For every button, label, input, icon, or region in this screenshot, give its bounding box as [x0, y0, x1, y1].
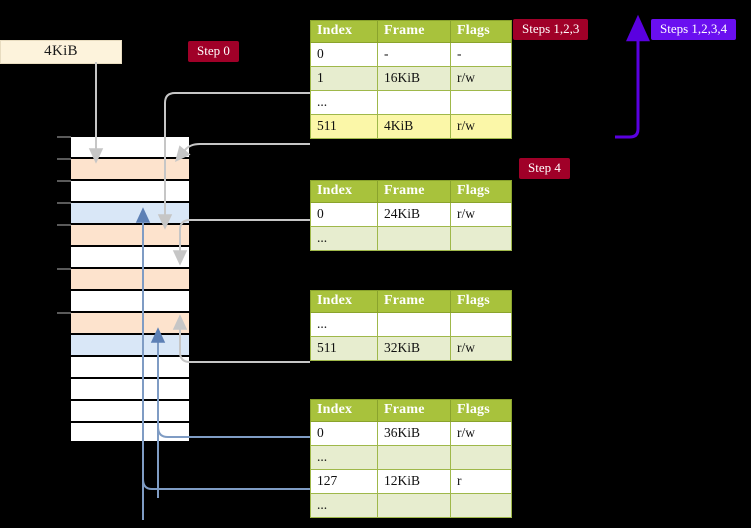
table-cell-frame: 4KiB	[377, 114, 451, 139]
table-cell-flags: r/w	[450, 114, 512, 139]
memory-frame-row	[70, 377, 190, 399]
table-cell-flags	[450, 90, 512, 115]
table-cell-frame: 16KiB	[377, 66, 451, 91]
table-cell-frame: 32KiB	[377, 336, 451, 361]
connector-violet-bracket	[615, 14, 651, 139]
table-row: ...	[310, 445, 512, 470]
memory-frame-row	[70, 421, 190, 443]
table-cell-index: 1	[310, 66, 378, 91]
table-cell-index: 511	[310, 114, 378, 139]
table-cell-index: ...	[310, 312, 378, 337]
table-cell-frame	[377, 445, 451, 470]
table-cell-frame	[377, 226, 451, 251]
table-row: ...	[310, 90, 512, 115]
memory-frame-row	[57, 157, 190, 179]
memory-frame-row	[70, 289, 190, 311]
connector-t2-row0	[172, 219, 310, 266]
memory-frame-row	[57, 311, 190, 333]
memory-frame-row	[70, 245, 190, 267]
badge-steps-123: Steps 1,2,3	[513, 19, 589, 40]
column-header-frame: Frame	[377, 20, 451, 43]
table-cell-frame: -	[377, 42, 451, 67]
frame-tick-mark	[57, 224, 71, 226]
table-cell-flags	[450, 493, 512, 518]
column-header-flags: Flags	[450, 180, 512, 203]
memory-frame-row	[57, 201, 190, 223]
table-cell-frame	[377, 312, 451, 337]
table-cell-index: 127	[310, 469, 378, 494]
frame-tick-mark	[57, 180, 71, 182]
table-row: ...	[310, 226, 512, 251]
column-header-index: Index	[310, 290, 378, 313]
column-header-flags: Flags	[450, 399, 512, 422]
connector-t1-row511	[175, 143, 310, 162]
column-header-frame: Frame	[377, 180, 451, 203]
table-cell-frame	[377, 90, 451, 115]
table-cell-frame: 24KiB	[377, 202, 451, 227]
column-header-index: Index	[310, 180, 378, 203]
memory-frame-row	[57, 179, 190, 201]
memory-frame-row	[70, 399, 190, 421]
table-cell-frame: 36KiB	[377, 421, 451, 446]
frame-tick-mark	[57, 158, 71, 160]
column-header-flags: Flags	[450, 20, 512, 43]
table-cell-index: 0	[310, 421, 378, 446]
connector-t3-row511	[172, 314, 310, 363]
table-cell-index: 0	[310, 202, 378, 227]
table-cell-flags: r/w	[450, 66, 512, 91]
table-cell-flags	[450, 445, 512, 470]
table-cell-index: 0	[310, 42, 378, 67]
badge-steps-1234: Steps 1,2,3,4	[651, 19, 737, 40]
table-cell-index: 511	[310, 336, 378, 361]
table-row: ...	[310, 312, 512, 337]
table-cell-flags	[450, 312, 512, 337]
table-cell-index: ...	[310, 90, 378, 115]
memory-frame-row	[57, 267, 190, 289]
memory-size-label: 4KiB	[0, 40, 122, 64]
column-header-flags: Flags	[450, 290, 512, 313]
column-header-frame: Frame	[377, 290, 451, 313]
column-header-index: Index	[310, 399, 378, 422]
memory-frame-row	[57, 223, 190, 245]
table-cell-flags: r/w	[450, 336, 512, 361]
table-cell-flags	[450, 226, 512, 251]
table-cell-frame	[377, 493, 451, 518]
badge-step-4: Step 4	[519, 158, 570, 179]
table-cell-flags: r/w	[450, 421, 512, 446]
table-row: ...	[310, 493, 512, 518]
frame-tick-mark	[57, 202, 71, 204]
frame-tick-mark	[57, 136, 71, 138]
table-row: 0--	[310, 42, 512, 67]
table-cell-flags: r	[450, 469, 512, 494]
frame-tick-mark	[57, 268, 71, 270]
column-header-frame: Frame	[377, 399, 451, 422]
table-cell-frame: 12KiB	[377, 469, 451, 494]
memory-frame-row	[70, 333, 190, 355]
table-cell-index: ...	[310, 493, 378, 518]
frame-tick-mark	[57, 312, 71, 314]
memory-frame-row	[70, 355, 190, 377]
table-cell-index: ...	[310, 226, 378, 251]
memory-frame-row	[57, 135, 190, 157]
table-cell-flags: -	[450, 42, 512, 67]
table-cell-flags: r/w	[450, 202, 512, 227]
table-cell-index: ...	[310, 445, 378, 470]
badge-step-0: Step 0	[188, 41, 239, 62]
column-header-index: Index	[310, 20, 378, 43]
